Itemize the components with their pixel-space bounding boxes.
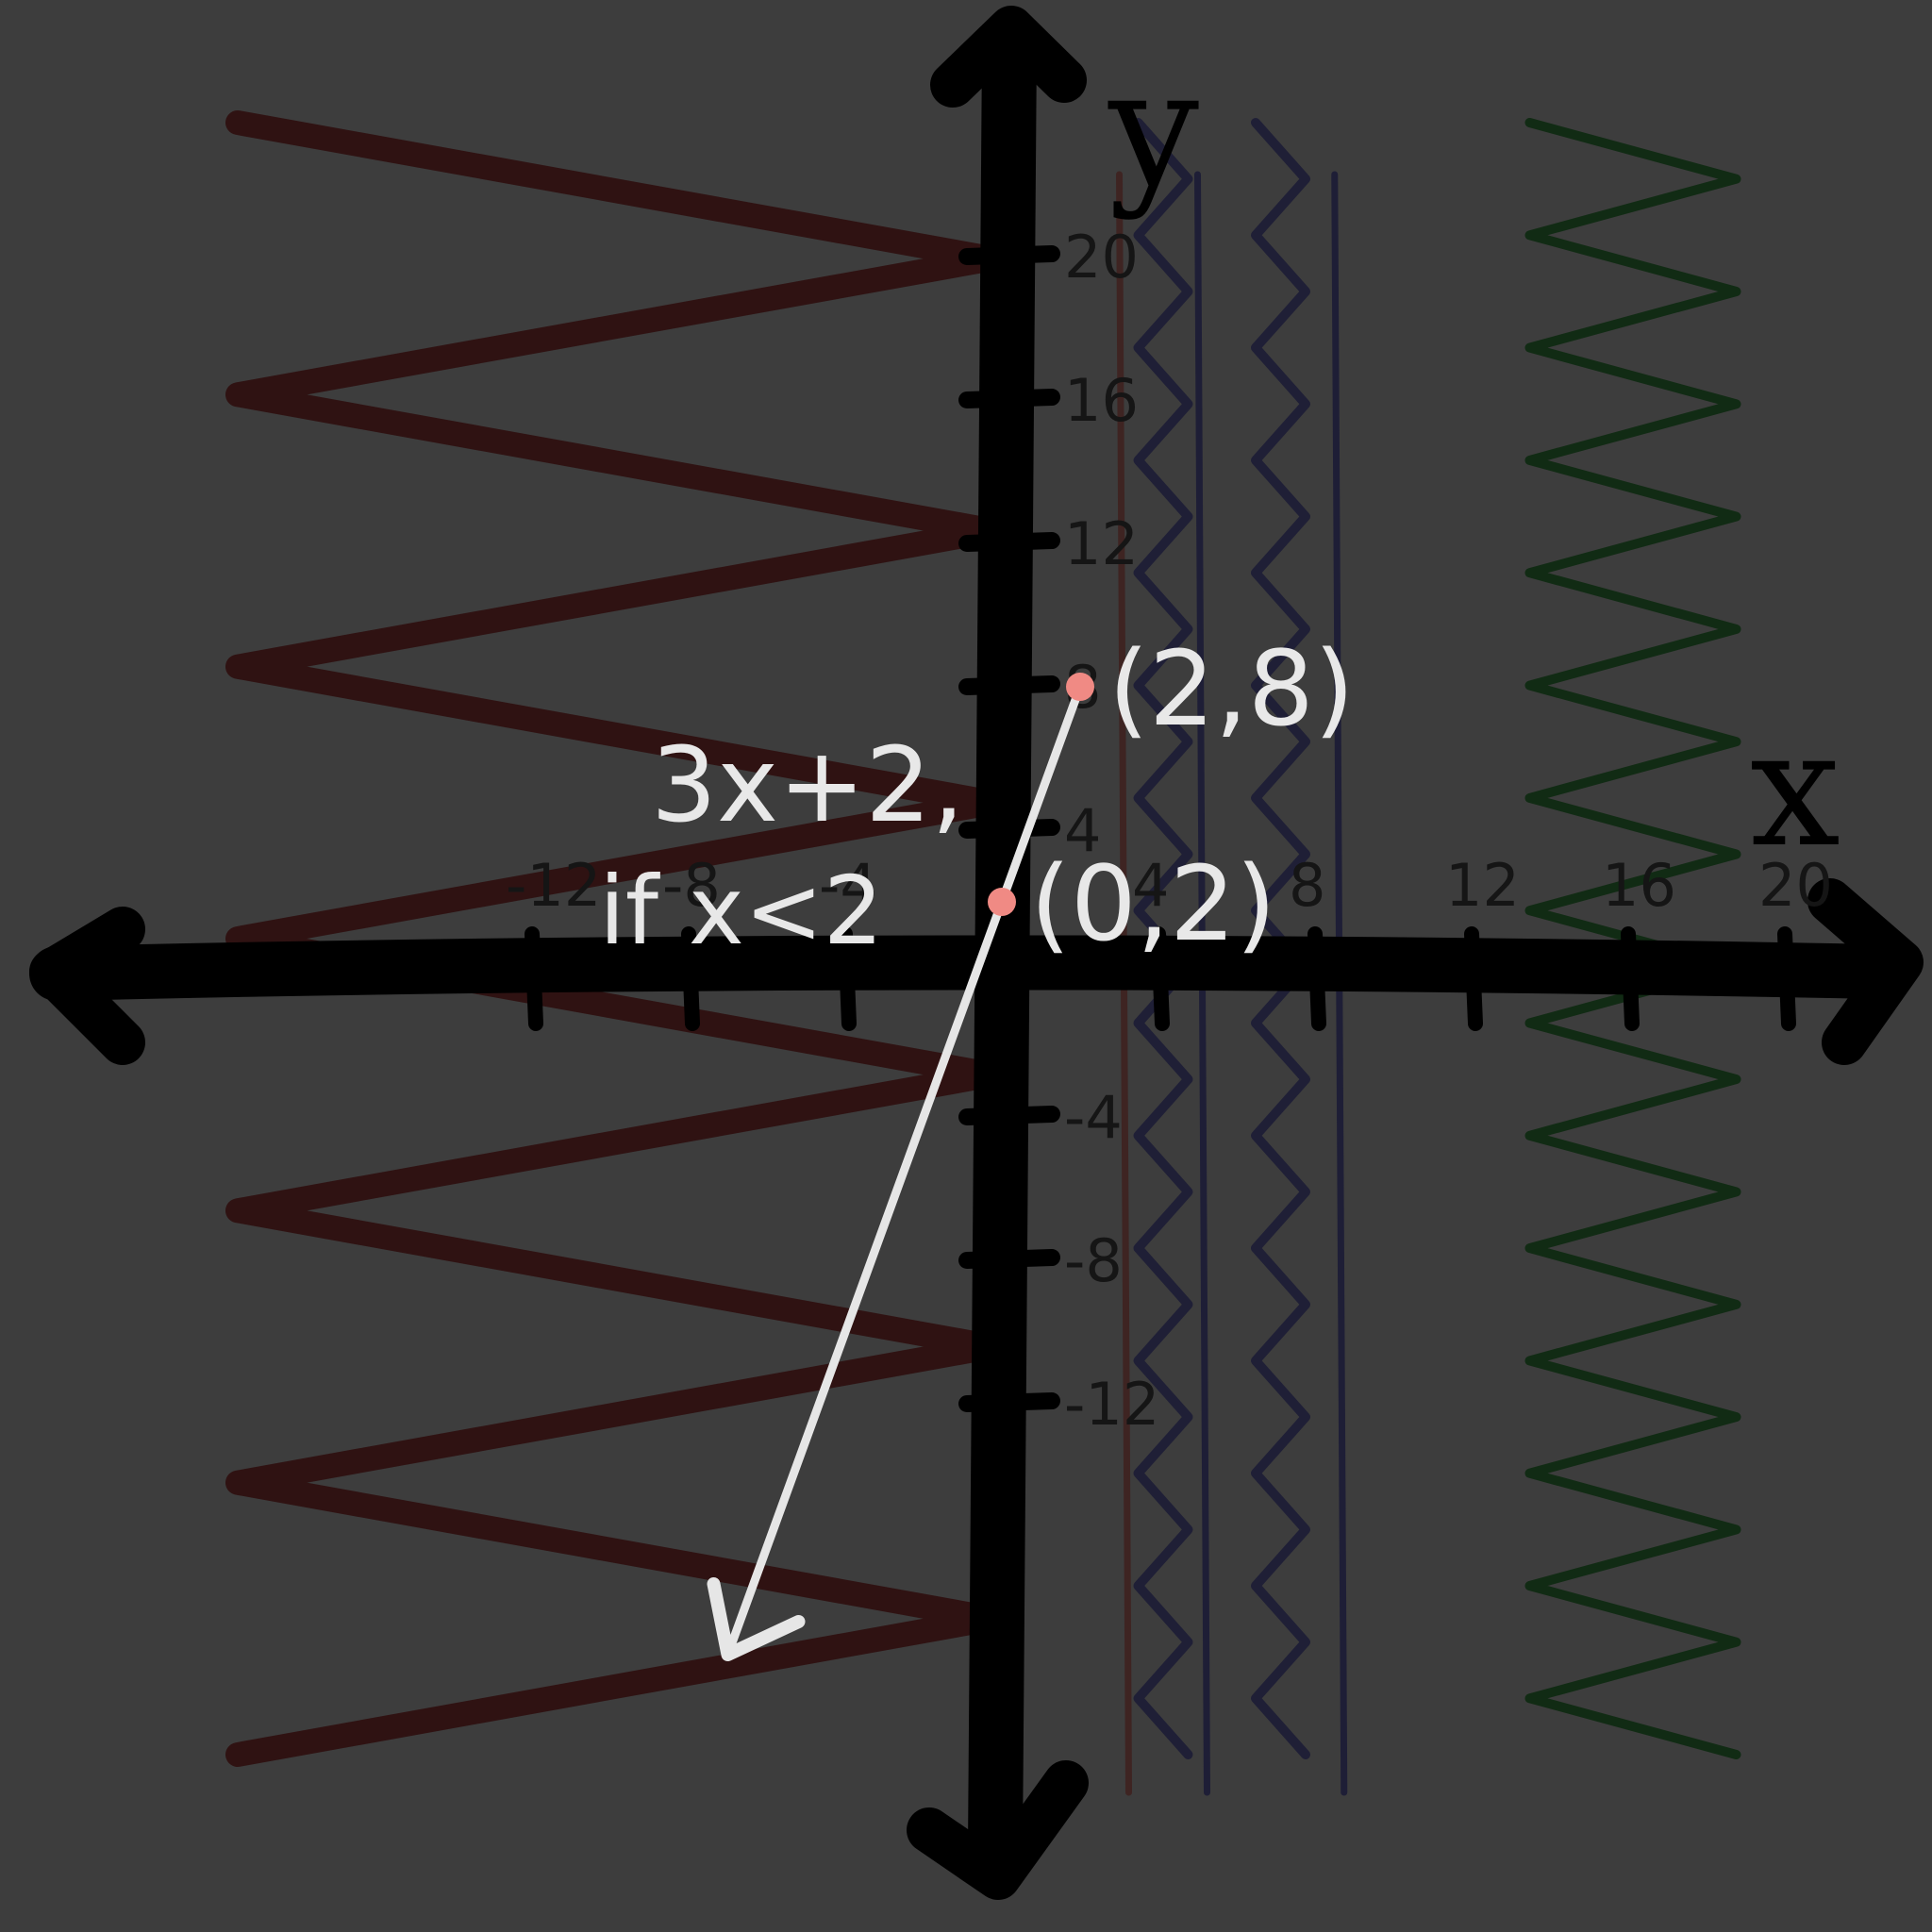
- x-tick-label: 16: [1602, 851, 1676, 920]
- x-tick-mark: [681, 926, 700, 1031]
- x-tick-label: 4: [1132, 851, 1169, 920]
- points-layer: (2,8) (0,2): [988, 628, 1355, 964]
- x-tick-label: 12: [1445, 851, 1520, 920]
- x-tick-mark: [1151, 926, 1170, 1031]
- y-tick-mark: [958, 245, 1060, 265]
- point-label: (0,2): [1030, 843, 1276, 964]
- y-tick-label: -12: [1064, 1370, 1159, 1439]
- x-axis-arrow-left: [29, 907, 145, 1065]
- y-axis-arrow-top: [930, 6, 1087, 108]
- x-ticks: -12 -8 -4 4 8 12 16 20: [506, 851, 1833, 1031]
- marked-point: [1066, 673, 1094, 701]
- y-tick-mark: [958, 1249, 1060, 1269]
- x-axis-arrow-right: [1807, 878, 1924, 1065]
- x-tick-label: -4: [819, 851, 877, 920]
- x-tick-mark: [1621, 926, 1640, 1031]
- x-tick-mark: [525, 926, 543, 1031]
- y-tick-label: -4: [1064, 1083, 1123, 1152]
- series-arrow-head: [707, 1577, 806, 1661]
- x-axis: [29, 935, 1905, 1001]
- x-axis-name: x: [1750, 696, 1840, 883]
- y-tick-mark: [958, 389, 1060, 408]
- function-label-line1: 3x+2,: [651, 724, 964, 845]
- y-axis: [968, 20, 1037, 1876]
- x-tick-label: -12: [506, 851, 601, 920]
- x-tick-mark: [1464, 926, 1483, 1031]
- x-tick-mark: [1777, 926, 1796, 1031]
- shaded-region-0: [225, 110, 1005, 1767]
- y-tick-mark: [958, 675, 1060, 695]
- x-tick-mark: [838, 926, 857, 1031]
- x-tick-label: 8: [1289, 851, 1325, 920]
- y-tick-mark: [958, 532, 1060, 552]
- y-tick-mark: [958, 1392, 1060, 1412]
- y-ticks: 20161284-4-8-12: [958, 223, 1159, 1439]
- x-tick-label: 20: [1758, 851, 1833, 920]
- function-label-line2: if x<2: [599, 856, 883, 966]
- y-tick-mark: [958, 1106, 1060, 1125]
- axes: [29, 6, 1924, 1900]
- y-tick-mark: [958, 819, 1060, 839]
- x-tick-label: -8: [662, 851, 721, 920]
- y-tick-label: 12: [1064, 509, 1139, 578]
- y-tick-label: 16: [1064, 366, 1139, 435]
- point-label: (2,8): [1108, 628, 1355, 749]
- y-tick-label: 4: [1064, 796, 1101, 865]
- y-tick-label: -8: [1064, 1226, 1123, 1295]
- y-axis-arrow-bottom: [907, 1760, 1089, 1900]
- marked-point: [988, 888, 1016, 916]
- x-tick-mark: [1307, 926, 1326, 1031]
- y-tick-label: 20: [1064, 223, 1139, 291]
- y-axis-name: y: [1108, 36, 1199, 223]
